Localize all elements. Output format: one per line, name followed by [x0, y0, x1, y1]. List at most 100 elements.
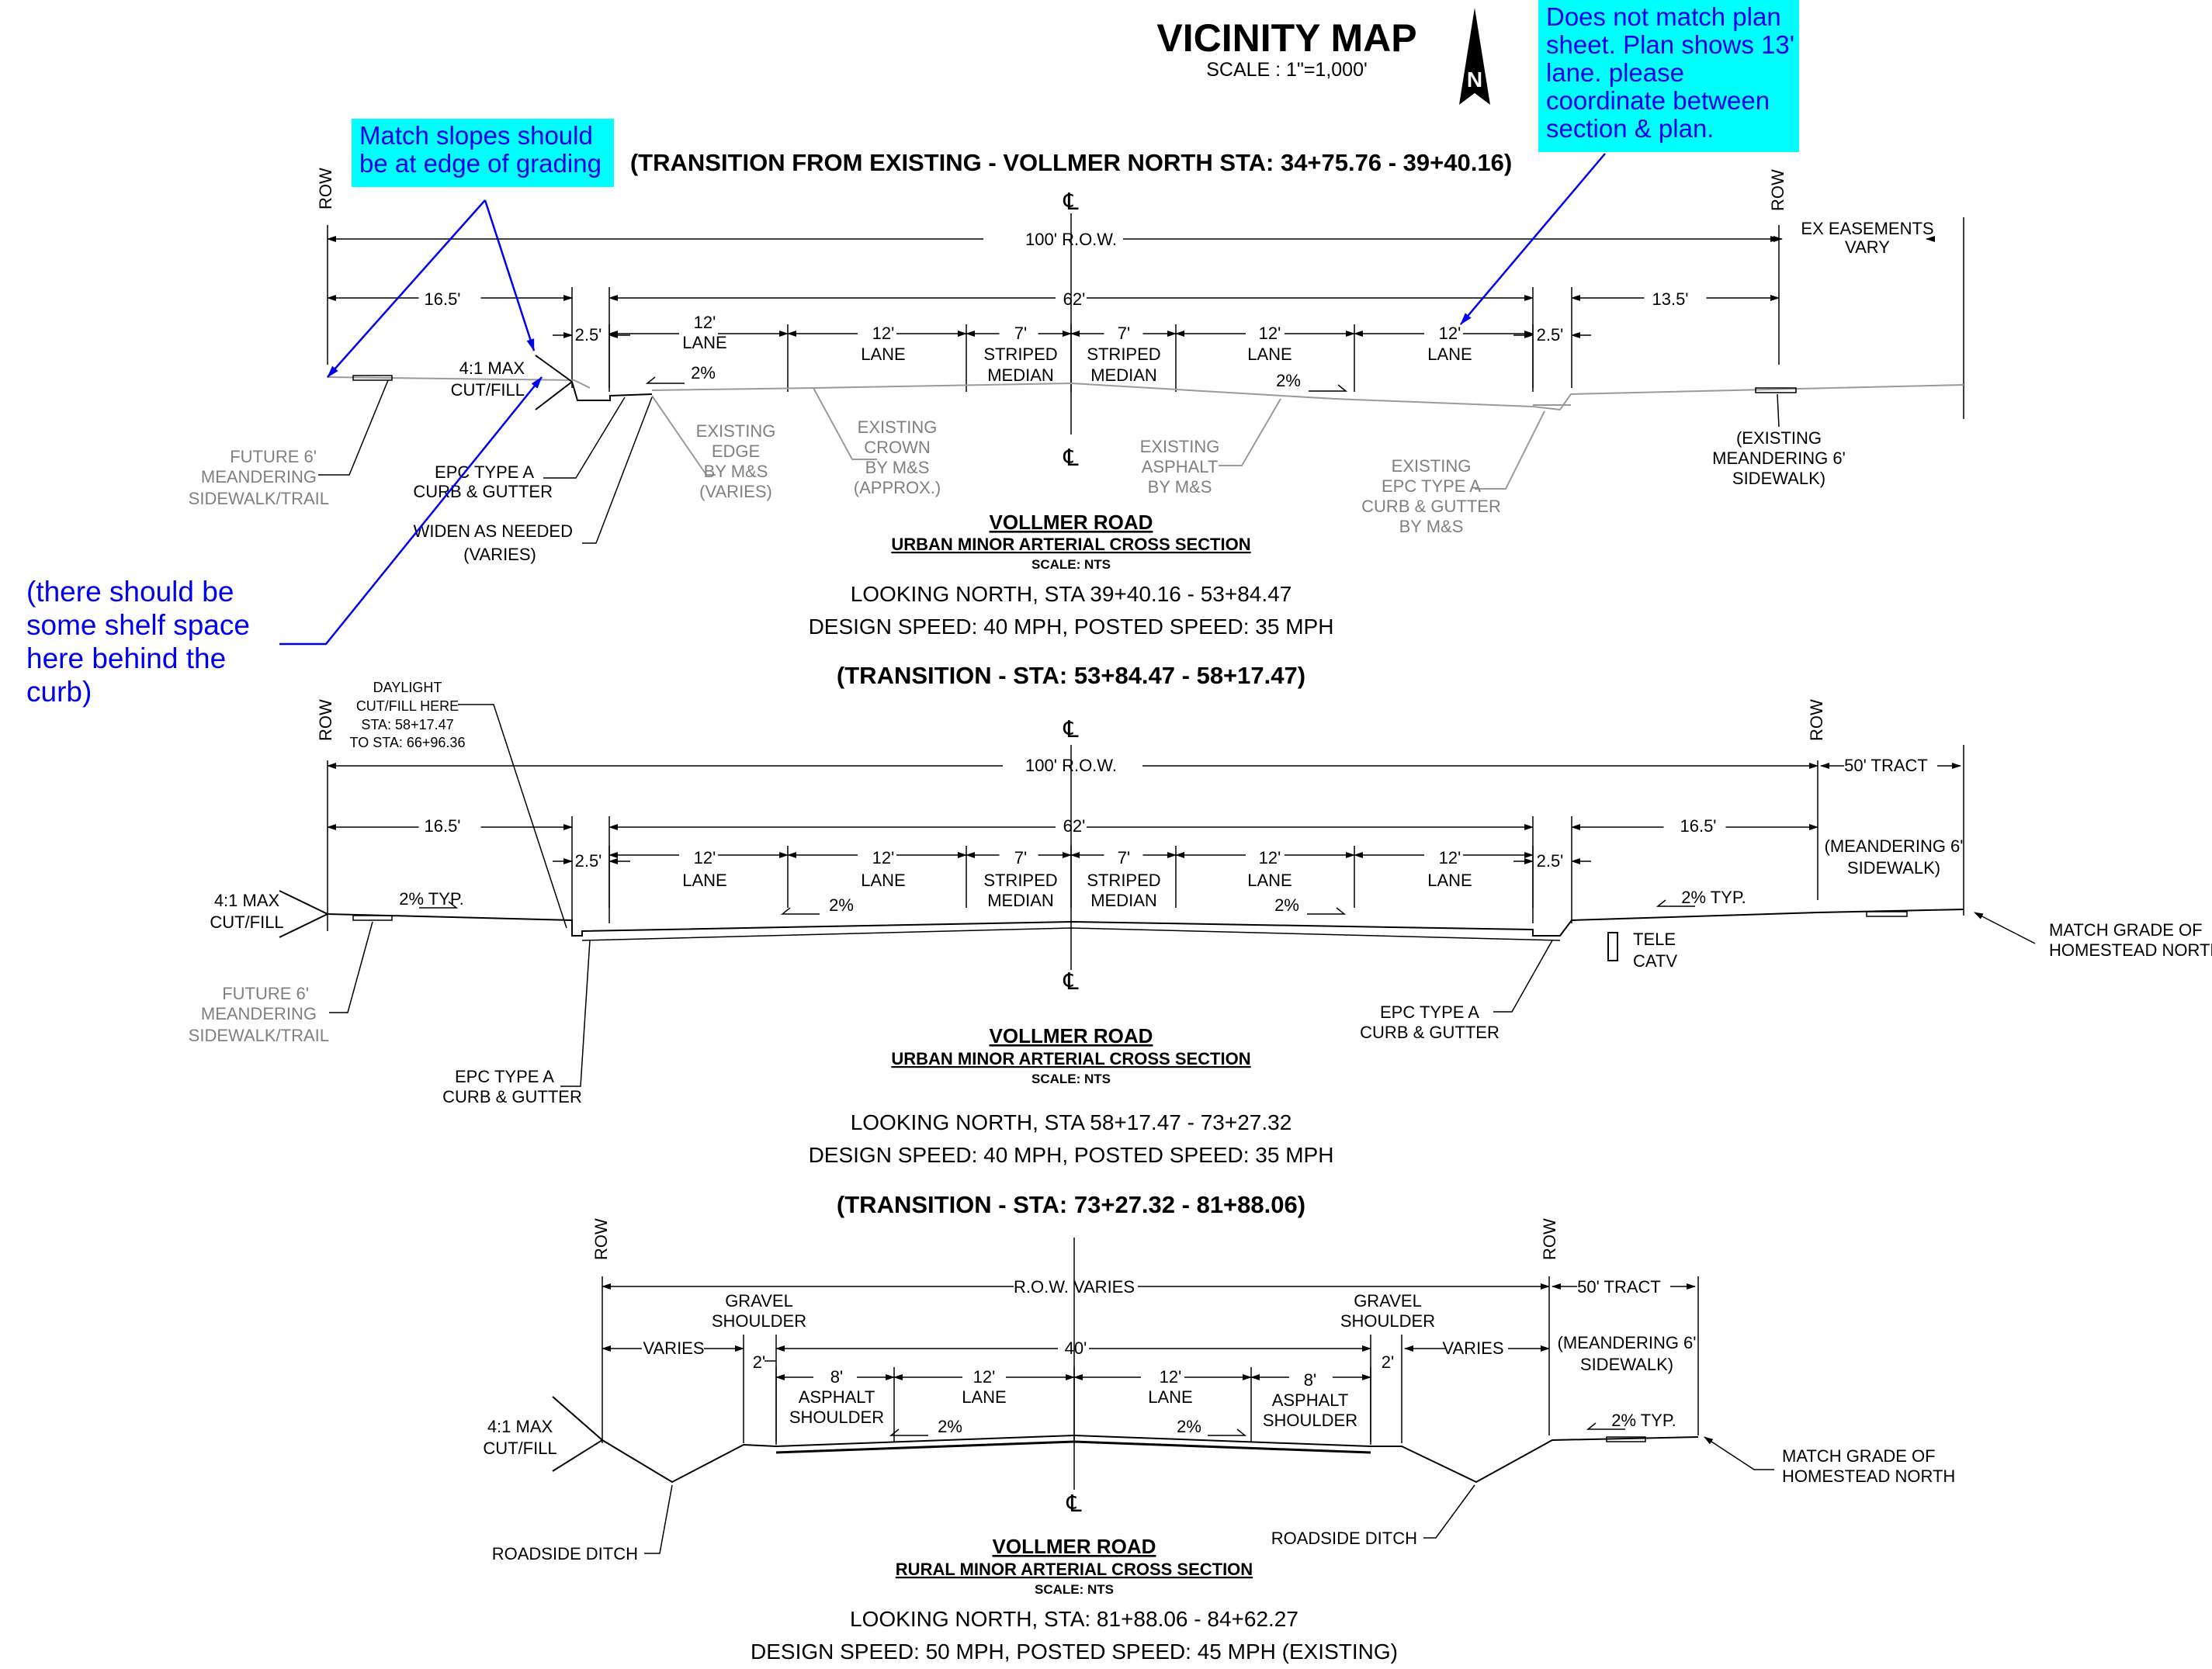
s2-cutfill-up — [279, 890, 328, 915]
vicinity-title: VICINITY MAP — [1156, 16, 1416, 60]
section2-median2-label2: MEDIAN — [1090, 891, 1157, 910]
section1-future-sidewalk-3: SIDEWALK/TRAIL — [189, 489, 329, 508]
section1-total-width: 62' — [1063, 289, 1086, 309]
section1-future-sidewalk-2: MEANDERING — [201, 467, 317, 487]
section1-widen-note-2: (VARIES) — [463, 545, 536, 564]
section1-lane5-width: 12' — [1259, 324, 1281, 343]
section2-daylight-3: STA: 58+17.47 — [361, 717, 453, 732]
section3-shoulder-label-right: ASPHALT — [1272, 1390, 1349, 1410]
section3-cutfill-2: CUT/FILL — [483, 1439, 556, 1458]
section3-meandering: (MEANDERING 6' — [1558, 1333, 1697, 1352]
section2-lane5-label: LANE — [1247, 871, 1291, 890]
section3-ditch-left: ROADSIDE DITCH — [492, 1544, 638, 1563]
section2-looking: LOOKING NORTH, STA 58+17.47 - 73+27.32 — [851, 1110, 1292, 1134]
section1-existing-edge: EXISTING — [696, 421, 776, 441]
section3-slope-typ: 2% TYP. — [1611, 1411, 1676, 1430]
section2-future-sidewalk-2: MEANDERING — [201, 1004, 317, 1023]
s1-leader-curb — [543, 396, 626, 479]
section2-lane1-width: 12' — [694, 848, 716, 867]
section2-match-grade-2: HOMESTEAD NORTH — [2049, 940, 2212, 960]
s3-slope-left-icon — [889, 1428, 928, 1436]
section1-slope-right: 2% — [1276, 371, 1301, 390]
section2-lane6-label: LANE — [1427, 871, 1472, 890]
section3-gravel-right: GRAVEL — [1354, 1291, 1422, 1311]
s3-leader-ditch-right — [1423, 1484, 1475, 1539]
s2-tele-icon — [1607, 932, 1618, 961]
section1-cutfill: 4:1 MAX — [459, 358, 525, 378]
s1-leader-ex-curb — [1475, 410, 1545, 490]
s3-slope-right-icon — [1208, 1428, 1247, 1436]
section2-curb-right-note-2: CURB & GUTTER — [1360, 1023, 1500, 1042]
section1-existing-asphalt-2: ASPHALT — [1142, 457, 1219, 476]
section1-transition: (TRANSITION FROM EXISTING - VOLLMER NORT… — [630, 149, 1512, 176]
section1-existing-sidewalk: (EXISTING — [1736, 428, 1822, 448]
annotation-lane-mismatch-line2: sheet. Plan shows 13' — [1546, 30, 1794, 59]
section1-curb-note-2: CURB & GUTTER — [413, 482, 553, 501]
s1-leader-edge — [651, 395, 716, 476]
s2-slope-right-icon — [1656, 899, 1695, 907]
section2-lane2-label: LANE — [861, 871, 905, 890]
section2-cutfill-2: CUT/FILL — [210, 912, 283, 932]
section2-median1-label2: MEDIAN — [987, 891, 1054, 910]
section3-row-left: ROW — [591, 1218, 611, 1260]
section1-existing-sidewalk-3: SIDEWALK) — [1732, 469, 1825, 488]
annotation-shelf-space[interactable]: (there should be some shelf space here b… — [26, 575, 250, 708]
section1-existing-curb-3: CURB & GUTTER — [1361, 497, 1501, 516]
section3-road-name: VOLLMER ROAD — [993, 1535, 1156, 1558]
section2-future-sidewalk: FUTURE 6' — [222, 984, 309, 1003]
section2-lane5-width: 12' — [1259, 848, 1281, 867]
section1-lane6-label: LANE — [1427, 345, 1472, 364]
section1-median1-label2: MEDIAN — [987, 365, 1054, 385]
annotation-lane-mismatch[interactable]: Does not match plan sheet. Plan shows 13… — [1538, 0, 1799, 152]
s2-future-sidewalk-icon — [352, 915, 393, 921]
section1-future-sidewalk: FUTURE 6' — [230, 447, 317, 466]
s1-future-sidewalk-icon — [352, 375, 393, 381]
section1-existing-crown-3: BY M&S — [865, 458, 930, 477]
section1-scale: SCALE: NTS — [1031, 557, 1111, 572]
section1-median1-width: 7' — [1014, 324, 1027, 343]
section1-existing-curb: EXISTING — [1392, 456, 1472, 476]
section1-right-width: 13.5' — [1652, 289, 1688, 309]
s1-cutfill-up — [535, 355, 573, 383]
section1-existing-curb-4: BY M&S — [1399, 517, 1464, 536]
section2-total-row: 100' R.O.W. — [1025, 756, 1117, 775]
vicinity-scale: SCALE : 1"=1,000' — [1206, 59, 1368, 81]
section1-curb-right: 2.5' — [1537, 325, 1564, 345]
section2-median2-width: 7' — [1118, 848, 1130, 867]
section2-daylight-2: CUT/FILL HERE — [356, 698, 459, 714]
section3-section-type: RURAL MINOR ARTERIAL CROSS SECTION — [896, 1560, 1253, 1579]
section3-ditch-right: ROADSIDE DITCH — [1271, 1529, 1417, 1548]
section3-shoulder-width-left: 8' — [830, 1367, 843, 1387]
section1-lane1-label: LANE — [682, 333, 726, 352]
section1-ex-easements: EX EASEMENTS — [1801, 219, 1933, 238]
annotation-lane-mismatch-line5: section & plan. — [1546, 114, 1714, 143]
section2-curb-right-note: EPC TYPE A — [1380, 1002, 1479, 1022]
s2-meander-sidewalk-icon — [1866, 911, 1908, 917]
section2-future-sidewalk-3: SIDEWALK/TRAIL — [189, 1026, 329, 1045]
section3-shoulder-label-left: ASPHALT — [799, 1387, 875, 1407]
s1-leader-future — [318, 379, 389, 476]
section1-lane1-width: 12' — [694, 313, 716, 332]
section2-lane6-width: 12' — [1439, 848, 1461, 867]
section1-existing-edge-2: EDGE — [712, 441, 760, 461]
s2-ground — [327, 909, 1964, 937]
section3-gravel-width-right: 2' — [1382, 1352, 1394, 1372]
section2-median1-label: STRIPED — [983, 871, 1057, 890]
section1-ex-easements-2: VARY — [1845, 237, 1890, 257]
annotation-shelf-line4: curb) — [26, 676, 92, 708]
section2-curb-right: 2.5' — [1537, 851, 1564, 871]
section3-varies-left: VARIES — [643, 1338, 704, 1358]
section2-tract: 50' TRACT — [1844, 756, 1928, 775]
section2-left-width: 16.5' — [424, 816, 460, 836]
annotation-match-slopes[interactable]: Match slopes should be at edge of gradin… — [352, 119, 614, 187]
section2-road-name: VOLLMER ROAD — [990, 1024, 1153, 1047]
section2-centerline-icon: ℄ — [1063, 717, 1078, 743]
north-arrow-icon: N — [1459, 8, 1490, 105]
section3-lane-width-left: 12' — [973, 1367, 996, 1387]
s1-existing-left — [327, 376, 591, 389]
section3-cutfill: 4:1 MAX — [487, 1417, 553, 1436]
section1-existing-asphalt: EXISTING — [1140, 437, 1220, 456]
section3-meandering-2: SIDEWALK) — [1580, 1355, 1673, 1374]
section2-curb-left: 2.5' — [575, 851, 602, 871]
